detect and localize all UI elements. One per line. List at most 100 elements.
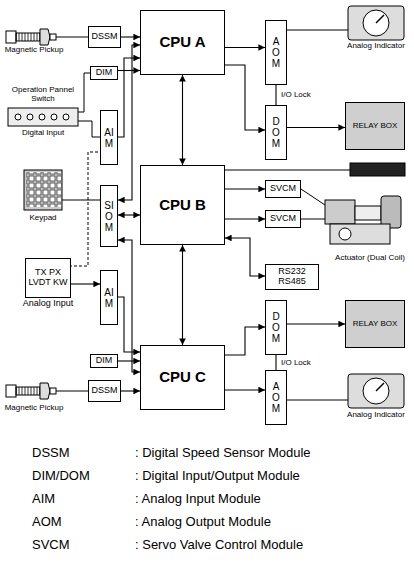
device-label: Digital Input [8, 129, 78, 138]
analog-indicator-icon [348, 6, 404, 40]
node-label: SVCM [270, 184, 296, 194]
connector [118, 240, 140, 372]
connector [225, 47, 265, 48]
abbreviation-term: AOM [32, 515, 62, 529]
abbreviation-definition: : Analog Input Module [135, 492, 261, 506]
connector [182, 245, 183, 345]
node-label: RELAY BOX [353, 122, 398, 131]
wire [301, 219, 325, 220]
device-label: Analog Indicator [344, 411, 408, 420]
wire [287, 400, 348, 401]
device-label: Keypad [14, 214, 72, 223]
node-label: DOM [271, 311, 281, 344]
node-label: AIM [104, 287, 114, 309]
aom-module: AOM [265, 20, 287, 85]
connector [225, 238, 265, 276]
connector [225, 218, 265, 219]
wire [225, 170, 350, 171]
node-label: AOM [271, 36, 281, 69]
analog-input-box: TX PX LVDT KWAnalog Input [25, 258, 71, 298]
connector [118, 214, 140, 215]
node-label: DSSM [91, 386, 117, 396]
magnetic-pickup-icon [6, 29, 56, 45]
display-unit [350, 163, 405, 176]
abbreviation-definition: : Digital Input/Output Module [135, 469, 300, 483]
device-label: Magnetic Pickup [3, 404, 65, 413]
connector [121, 36, 140, 37]
wire [287, 30, 348, 31]
wire [78, 121, 100, 137]
magnetic-pickup-icon [6, 383, 56, 399]
connector [118, 297, 140, 352]
abbreviation-term: DSSM [32, 446, 70, 460]
dom-module: DOM [265, 300, 287, 355]
abbreviation-definition: : Servo Valve Control Module [135, 538, 303, 552]
connector [118, 45, 140, 200]
node-label: DIM [96, 68, 113, 78]
relay-box: RELAY BOX [345, 300, 405, 348]
cpu-box: CPU C [140, 345, 225, 410]
connector [287, 127, 345, 128]
node-label: CPU A [159, 34, 205, 51]
connector [287, 323, 345, 324]
node-label: DIM [96, 356, 113, 366]
siom-module: SIOM [100, 185, 118, 247]
dim-module: DIM [90, 354, 118, 368]
wire [78, 73, 90, 112]
serial-port-box: RS232 RS485 [265, 264, 319, 290]
device-label: Actuator (Dual Coil) [330, 254, 410, 263]
connector [275, 355, 276, 370]
abbreviation-definition: : Digital Speed Sensor Module [135, 446, 311, 460]
svcm-module: SVCM [265, 180, 301, 198]
connector [121, 390, 140, 391]
aom-module: AOM [265, 370, 287, 425]
connector [225, 188, 265, 189]
abbreviation-term: DIM/DOM [32, 469, 90, 483]
node-label: AOM [271, 381, 281, 414]
device-label: Operation Pannel Switch [3, 86, 83, 104]
connector-label: I/O Lock [280, 359, 312, 367]
node-label: DOM [271, 116, 281, 149]
connector [71, 283, 100, 284]
node-label: CPU C [159, 369, 206, 386]
connector [275, 85, 276, 105]
dom-module: DOM [265, 105, 287, 160]
svcm-module: SVCM [265, 210, 301, 228]
cpu-box: CPU A [140, 10, 225, 75]
node-label: AIM [104, 127, 114, 149]
connector [225, 389, 265, 390]
aim-module: AIM [100, 270, 118, 325]
wire [62, 200, 100, 201]
operation-panel-icon [8, 108, 78, 126]
keypad-icon [24, 170, 62, 210]
dssm-module: DSSM [88, 26, 121, 48]
abbreviation-term: AIM [32, 492, 55, 506]
device-label: Analog Indicator [344, 42, 408, 51]
cpu-box: CPU B [140, 165, 225, 245]
connector [118, 70, 140, 71]
connector [225, 327, 265, 355]
node-label: RELAY BOX [353, 320, 398, 329]
node-label: CPU B [159, 197, 206, 214]
dssm-module: DSSM [88, 380, 121, 402]
abbreviation-term: SVCM [32, 538, 70, 552]
node-label: TX PX LVDT KW [27, 268, 69, 288]
connector [225, 65, 265, 130]
wire [301, 189, 325, 205]
node-label: SIOM [104, 200, 114, 233]
abbreviation-definition: : Analog Output Module [135, 515, 271, 529]
device-label: Magnetic Pickup [3, 46, 65, 55]
connector [182, 75, 183, 165]
analog-indicator-icon [348, 374, 404, 408]
wire [56, 391, 88, 392]
node-caption: Analog Input [23, 299, 74, 309]
node-label: RS232 RS485 [267, 267, 317, 287]
dim-module: DIM [90, 66, 118, 80]
wire [69, 152, 100, 266]
wire [56, 37, 88, 38]
node-label: SVCM [270, 214, 296, 224]
actuator-icon [325, 196, 401, 244]
aim-module: AIM [100, 110, 118, 165]
node-label: DSSM [91, 32, 117, 42]
